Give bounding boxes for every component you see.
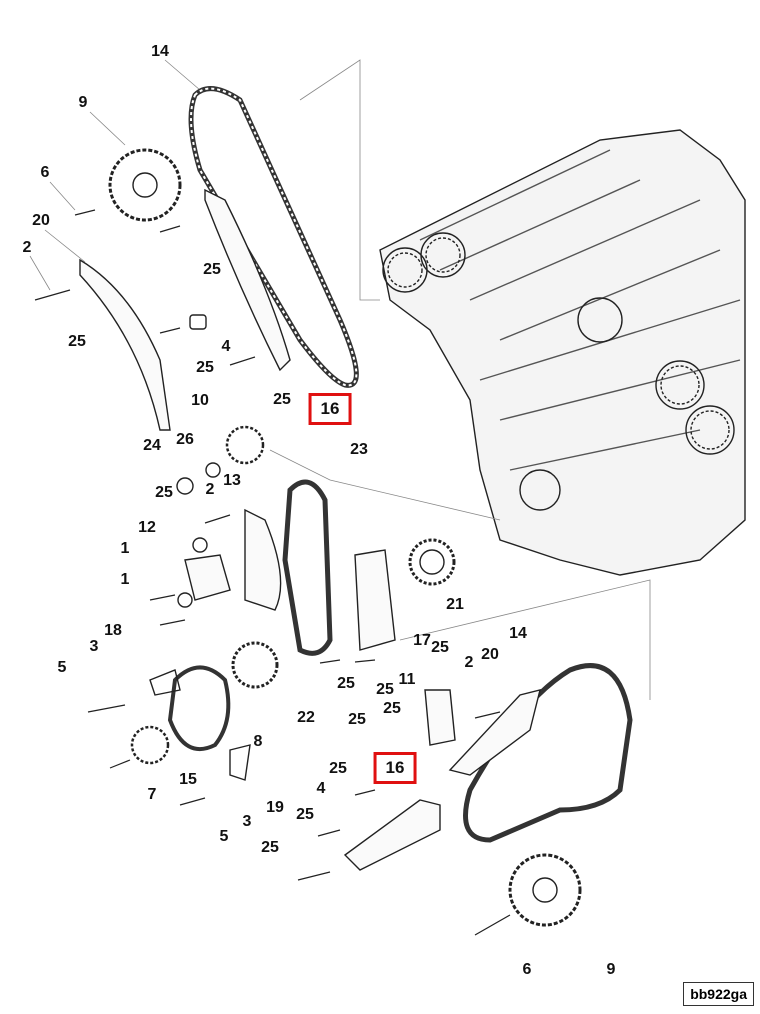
crankshaft-sprocket-lower [508, 853, 582, 927]
callout-7: 7 [147, 786, 157, 803]
callout-10: 10 [191, 392, 209, 409]
callout-3: 3 [89, 638, 99, 655]
callout-5: 5 [219, 828, 229, 845]
callout-1: 1 [120, 571, 130, 588]
callout-20: 20 [32, 212, 50, 229]
callout-26: 26 [176, 431, 194, 448]
callout-25: 25 [329, 760, 347, 777]
callout-8: 8 [253, 733, 263, 750]
callout-9: 9 [78, 94, 88, 111]
callout-25: 25 [68, 333, 86, 350]
callout-2: 2 [22, 239, 32, 256]
middle-chain [282, 479, 333, 656]
callout-25: 25 [196, 359, 214, 376]
callout-2: 2 [205, 481, 215, 498]
callout-25: 25 [376, 681, 394, 698]
callout-22: 22 [297, 709, 315, 726]
callout-17: 17 [413, 632, 431, 649]
callout-6: 6 [522, 961, 532, 978]
callout-19: 19 [266, 799, 284, 816]
callout-25: 25 [155, 484, 173, 501]
callout-25: 25 [431, 639, 449, 656]
callout-25: 25 [203, 261, 221, 278]
callout-9: 9 [606, 961, 616, 978]
balance-chain [167, 665, 231, 751]
upper-guide-left [79, 258, 171, 431]
callout-24: 24 [143, 437, 161, 454]
callout-2: 2 [464, 654, 474, 671]
callout-13: 13 [223, 472, 241, 489]
callout-25: 25 [273, 391, 291, 408]
callout-18: 18 [104, 622, 122, 639]
callout-15: 15 [179, 771, 197, 788]
callout-12: 12 [138, 519, 156, 536]
camshaft-sprocket-upper [108, 148, 182, 222]
leader-lines [29, 59, 651, 700]
callout-16-highlighted: 16 [308, 393, 352, 425]
callout-1: 1 [120, 540, 130, 557]
upper-guide-right [204, 188, 291, 372]
engine-block [379, 129, 746, 576]
callout-16-highlighted: 16 [373, 752, 417, 784]
callout-25: 25 [383, 700, 401, 717]
callout-4: 4 [316, 780, 326, 797]
callout-4: 4 [221, 338, 231, 355]
callout-25: 25 [337, 675, 355, 692]
callout-3: 3 [242, 813, 252, 830]
callout-11: 11 [398, 671, 416, 688]
callout-25: 25 [296, 806, 314, 823]
callout-5: 5 [57, 659, 67, 676]
callout-20: 20 [481, 646, 499, 663]
callout-14: 14 [509, 625, 527, 642]
callout-6: 6 [40, 164, 50, 181]
callout-23: 23 [350, 441, 368, 458]
diagram-code: bb922ga [683, 982, 754, 1006]
callout-14: 14 [151, 43, 169, 60]
callout-21: 21 [446, 596, 464, 613]
callout-25: 25 [261, 839, 279, 856]
callout-25: 25 [348, 711, 366, 728]
